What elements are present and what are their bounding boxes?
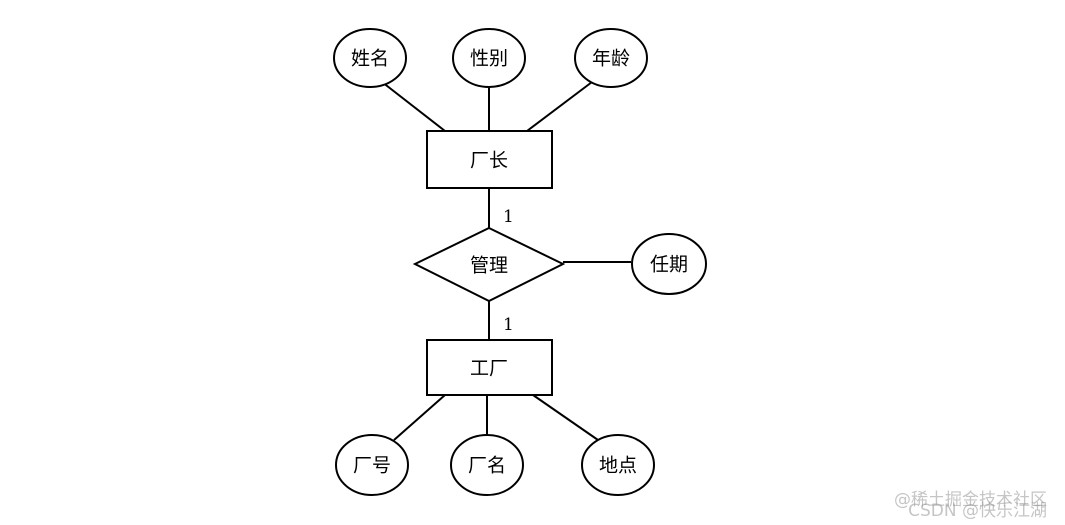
watermark-csdn: CSDN @快乐江湖 — [908, 501, 1047, 521]
link-factory-number — [393, 394, 446, 441]
attribute-location-ellipse — [581, 434, 655, 496]
attribute-term-ellipse — [631, 233, 707, 295]
attribute-fname-label: 厂名 — [468, 455, 506, 477]
cardinality-director-side: 1 — [503, 207, 514, 227]
entity-director-label: 厂长 — [470, 150, 508, 172]
link-director-name — [381, 81, 446, 132]
attribute-gender-label: 性别 — [470, 48, 508, 70]
attribute-number-label: 厂号 — [353, 455, 391, 477]
link-factory-location — [532, 394, 599, 441]
attribute-name-label: 姓名 — [351, 48, 389, 70]
attribute-location-label: 地点 — [599, 455, 637, 477]
attribute-age-label: 年龄 — [592, 48, 630, 70]
attribute-term-label: 任期 — [650, 254, 688, 276]
entity-factory-label: 工厂 — [470, 358, 508, 380]
relationship-manage-diamond — [412, 226, 566, 303]
entity-director-box — [426, 130, 553, 189]
attribute-name-ellipse — [333, 28, 407, 88]
attribute-age-ellipse — [574, 28, 648, 88]
attribute-number-ellipse — [335, 434, 409, 496]
link-director-age — [526, 81, 593, 132]
relationship-manage-label: 管理 — [470, 255, 508, 277]
attribute-fname-ellipse — [450, 434, 524, 496]
entity-factory-box — [426, 339, 553, 396]
watermark-juejin: @稀土掘金技术社区 — [894, 490, 1047, 510]
cardinality-factory-side: 1 — [503, 315, 514, 335]
attribute-gender-ellipse — [452, 28, 526, 88]
